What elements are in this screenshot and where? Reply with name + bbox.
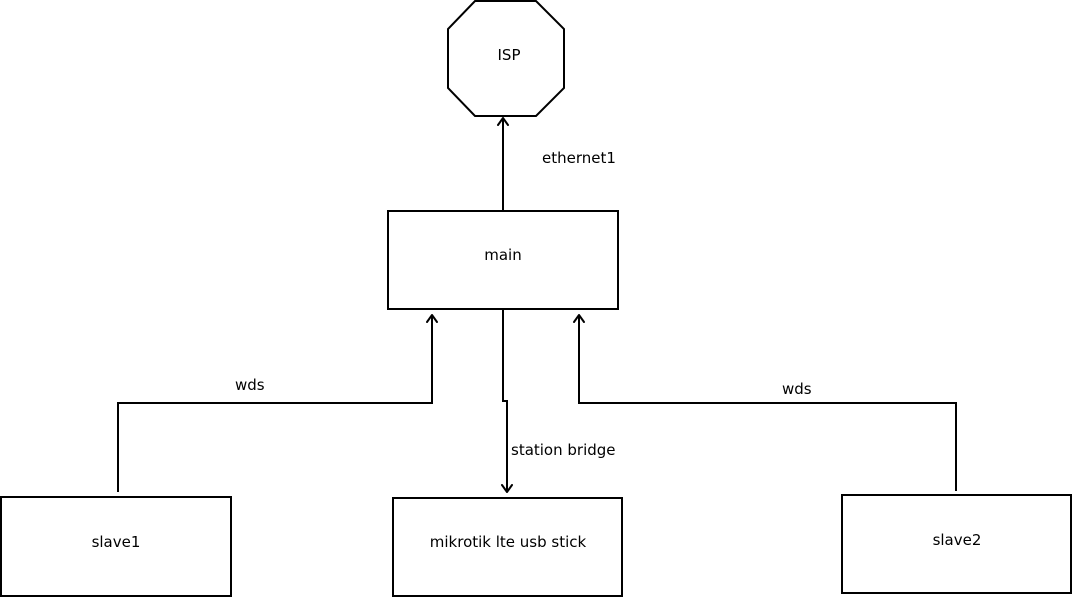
edge-slave2-main-line [578, 315, 957, 491]
edge-slave1-to-main: wds [117, 314, 438, 492]
edge-slave2-to-main: wds [573, 314, 957, 491]
edge-main-lte-line [502, 309, 508, 492]
arrowhead-down-icon [501, 484, 513, 493]
edge-slave1-main-label: wds [235, 376, 265, 394]
lte-stick-label: mikrotik lte usb stick [430, 533, 587, 551]
node-isp: ISP [447, 0, 565, 117]
lte-stick-box [392, 497, 623, 597]
edge-main-to-isp: ethernet1 [497, 117, 616, 211]
slave2-box [841, 494, 1072, 594]
isp-octagon [447, 0, 565, 117]
isp-label: ISP [498, 46, 521, 64]
edge-main-isp-label: ethernet1 [542, 149, 616, 167]
main-box [387, 210, 619, 310]
slave2-label: slave2 [933, 531, 982, 549]
node-lte-stick: mikrotik lte usb stick [392, 497, 623, 597]
arrowhead-up-icon [497, 117, 509, 126]
node-main: main [387, 210, 619, 310]
edge-slave2-main-label: wds [782, 380, 812, 398]
main-label: main [484, 246, 521, 264]
edge-main-to-lte: station bridge [501, 309, 616, 493]
slave1-label: slave1 [92, 533, 141, 551]
node-slave2: slave2 [841, 494, 1072, 594]
arrowhead-up-icon [573, 314, 585, 323]
arrowhead-up-icon [426, 314, 438, 323]
edge-main-lte-label: station bridge [511, 441, 616, 459]
slave1-box [0, 496, 232, 597]
node-slave1: slave1 [0, 496, 232, 597]
edge-slave1-main-line [117, 315, 433, 492]
